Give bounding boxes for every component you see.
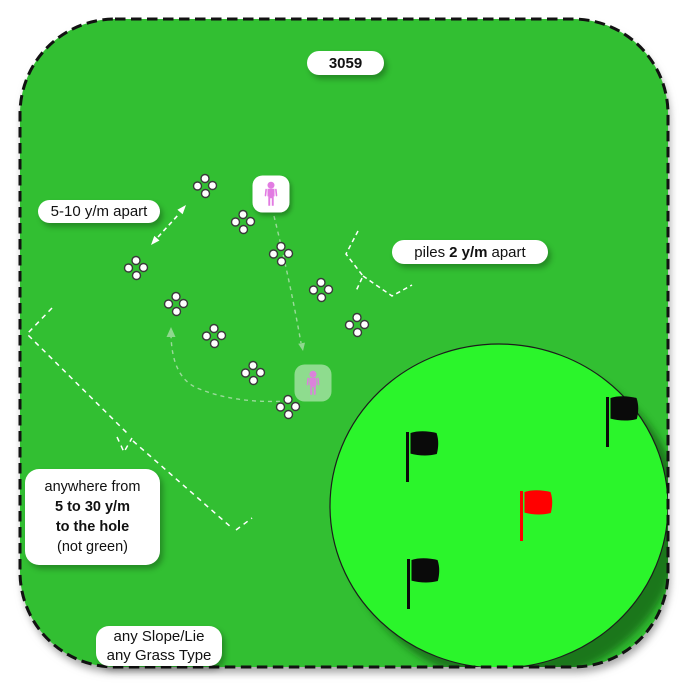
piles-apart-label-value: 2 y/m [449, 243, 488, 261]
golf-ball-icon [359, 319, 370, 330]
ball-pile-9 [308, 277, 334, 303]
conditions-label-line1: any Slope/Lie [113, 628, 205, 645]
golf-ball-icon [268, 249, 279, 259]
ball-pile-2 [230, 209, 256, 235]
ball-pile-1 [192, 173, 218, 199]
golfers-layer [252, 175, 332, 402]
return-loop-arrowhead-icon [166, 327, 176, 337]
golf-ball-icon [201, 331, 212, 341]
red-flag-center-icon [520, 490, 553, 541]
golf-ball-icon [238, 224, 249, 235]
ball-pile-7 [240, 360, 266, 386]
golf-ball-icon [131, 270, 142, 281]
golf-ball-icon [316, 277, 326, 288]
golf-ball-icon [123, 263, 134, 273]
annotation-paths [25, 205, 413, 531]
piles-apart-label: piles 2 y/m apart [392, 240, 548, 264]
golf-ball-icon [209, 338, 220, 349]
golf-ball-icon [308, 285, 319, 295]
ball-pile-3 [268, 241, 294, 267]
golf-ball-icon [171, 306, 182, 317]
putting-green [329, 343, 668, 667]
black-flag-top-left-icon [406, 431, 439, 482]
golf-ball-icon [209, 323, 219, 334]
drill-number-badge: 3059 [307, 51, 384, 75]
black-flag-bottom-icon [407, 558, 440, 609]
ball-piles-layer [123, 173, 370, 420]
golf-ball-icon [138, 262, 149, 273]
golf-ball-icon [283, 409, 294, 420]
golf-ball-icon [283, 248, 294, 259]
ball-pile-5 [163, 291, 189, 317]
return-loop-path [170, 334, 289, 403]
golfer-throw-path [273, 215, 302, 344]
distance-label-line2: 5 to 30 y/m [55, 499, 130, 515]
spacing-arrow-line [157, 213, 180, 238]
flags-layer [406, 396, 639, 609]
golf-ball-icon [131, 255, 141, 266]
throw-path-arrowhead-icon [298, 342, 305, 351]
golf-ball-icon [207, 180, 218, 191]
piles-apart-label-post: apart [491, 243, 526, 261]
distance-label-line3: to the hole [55, 519, 130, 535]
piles-apart-label-pre: piles [414, 243, 446, 261]
golf-ball-icon [192, 181, 203, 191]
golfer-start-icon [252, 175, 290, 213]
field-dashed-border [18, 17, 670, 669]
golfer-target-icon [294, 364, 332, 402]
spacing-arrowhead-up-icon [177, 205, 186, 215]
golf-ball-icon [171, 291, 181, 302]
conditions-label-line2: any Grass Type [106, 647, 212, 664]
pile-spacing-bracket [345, 230, 413, 297]
ball-pile-4 [123, 255, 149, 281]
ball-pile-10 [344, 312, 370, 338]
distance-to-hole-label: anywhere from 5 to 30 y/m to the hole (n… [25, 469, 160, 565]
golf-ball-icon [240, 368, 251, 378]
golf-ball-icon [248, 360, 258, 371]
golf-ball-icon [283, 394, 293, 405]
ball-pile-8 [275, 394, 301, 420]
spacing-arrowhead-down-icon [151, 235, 160, 245]
golf-ball-icon [230, 217, 241, 227]
golf-ball-icon [344, 320, 355, 330]
ball-pile-6 [201, 323, 227, 349]
pile-spacing-label: 5-10 y/m apart [38, 200, 160, 223]
golf-ball-icon [163, 299, 174, 309]
golf-ball-icon [323, 284, 334, 295]
golf-ball-icon [200, 173, 210, 184]
golf-ball-icon [178, 298, 189, 309]
golf-ball-icon [245, 216, 256, 227]
golf-ball-icon [352, 327, 363, 338]
distance-label-line1: anywhere from [44, 479, 141, 495]
black-flag-top-right-icon [606, 396, 639, 447]
conditions-label: any Slope/Lie any Grass Type [96, 626, 222, 666]
golf-ball-icon [352, 312, 362, 323]
golf-ball-icon [248, 375, 259, 386]
distance-label-line4: (not green) [57, 539, 128, 555]
golf-ball-icon [238, 209, 248, 220]
golf-ball-icon [200, 188, 211, 199]
golf-ball-icon [275, 402, 286, 412]
golf-ball-icon [255, 367, 266, 378]
golf-ball-icon [276, 256, 287, 267]
golf-ball-icon [290, 401, 301, 412]
golf-ball-icon [316, 292, 327, 303]
golf-ball-icon [216, 330, 227, 341]
golf-ball-icon [276, 241, 286, 252]
